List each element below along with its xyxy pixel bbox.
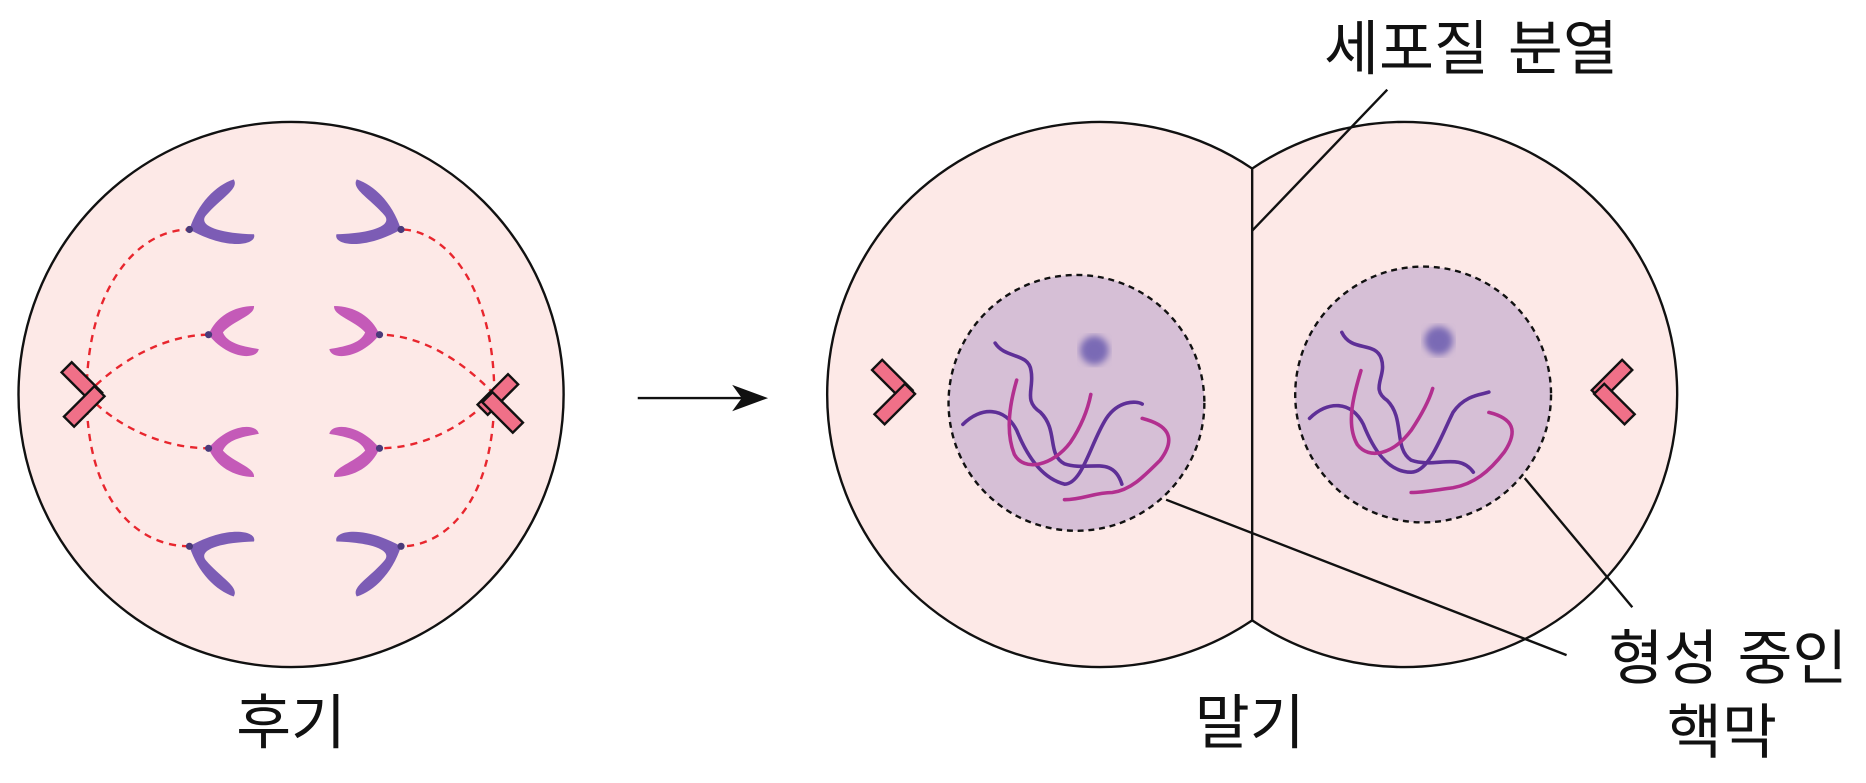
nucleus-left [947,273,1206,532]
telophase-label: 말기 [1195,690,1305,759]
arrow-icon [637,384,769,412]
leader-lines [1165,88,1634,657]
nucleolus [1424,326,1454,356]
nucleolus [1080,335,1109,365]
chromosomes [185,179,405,597]
forming-nuclear-envelope-label: 형성 중인 [1608,625,1847,694]
anaphase-cell: 후기 [17,120,565,759]
anaphase-label: 후기 [236,690,346,759]
nucleus-right [1294,265,1553,524]
cytokinesis-label: 세포질 분열 [1324,15,1618,84]
forming-nuclear-envelope-label-2: 핵막 [1667,699,1777,768]
cell-membrane [17,120,565,669]
telophase-cells: 말기 [825,88,1679,759]
